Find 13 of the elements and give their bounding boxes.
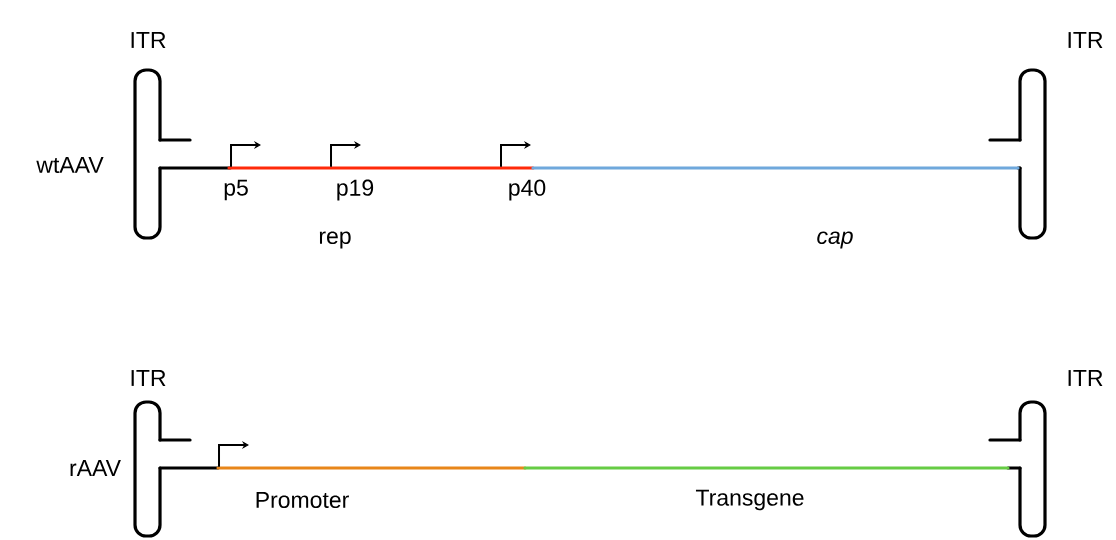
construct-label: rAAV <box>70 460 121 476</box>
itr-label: ITR <box>1068 32 1103 48</box>
promoter-label: p5 <box>224 179 248 201</box>
region-label: Promoter <box>256 491 349 508</box>
gene-label: cap <box>817 231 853 249</box>
promoter-label: p40 <box>509 179 546 201</box>
gene-label: rep <box>319 231 351 249</box>
itr-label: ITR <box>1068 370 1103 386</box>
promoter-label: p19 <box>337 179 374 201</box>
construct-label: wtAAV <box>36 157 104 173</box>
region-label: Transgene <box>695 489 804 511</box>
itr-label: ITR <box>131 32 166 48</box>
itr-label: ITR <box>131 370 166 386</box>
